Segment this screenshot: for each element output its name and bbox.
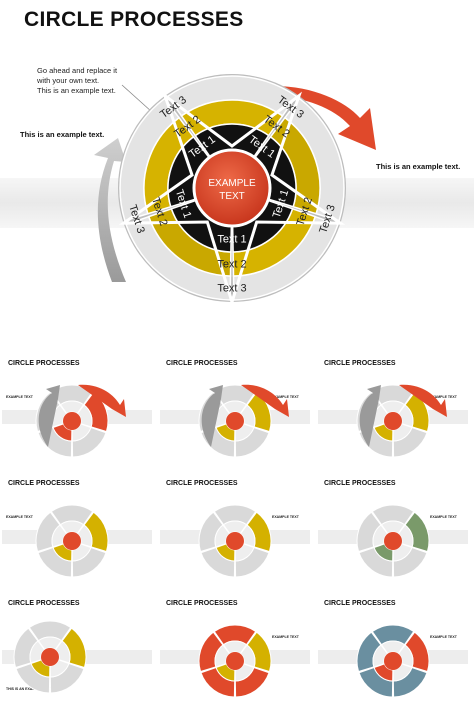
thumbnail-inner-segment bbox=[37, 636, 63, 651]
thumbnail-3[interactable]: CIRCLE PROCESSES EXAMPLE TEXT bbox=[318, 355, 468, 468]
thumbnail-inner-segment bbox=[222, 400, 248, 415]
outer-label: Text 3 bbox=[217, 283, 246, 295]
thumbnail-inner-segment bbox=[59, 520, 85, 535]
thumbnail-title: CIRCLE PROCESSES bbox=[324, 480, 396, 487]
thumbnail-title: CIRCLE PROCESSES bbox=[8, 360, 80, 367]
thumbnail-diagram bbox=[356, 624, 430, 698]
thumbnail-note: EXAMPLE TEXT bbox=[272, 635, 299, 639]
thumbnail-inner-segment bbox=[234, 663, 255, 682]
thumbnail-center bbox=[63, 412, 81, 430]
inner-label: Text 1 bbox=[217, 234, 246, 246]
thumbnail-center bbox=[63, 532, 81, 550]
thumbnail-5[interactable]: CIRCLE PROCESSES EXAMPLE TEXT bbox=[160, 475, 310, 588]
thumbnail-4[interactable]: CIRCLE PROCESSES EXAMPLE TEXT bbox=[2, 475, 152, 588]
center-text-line-1: EXAMPLE bbox=[208, 178, 256, 189]
thumbnail-gray-arrow bbox=[359, 385, 381, 447]
top-note-line-2: with your own text. bbox=[37, 76, 100, 85]
red-cycle-arrow bbox=[250, 86, 376, 150]
thumbnail-center bbox=[384, 412, 402, 430]
top-note: Go ahead and replace it with your own te… bbox=[37, 66, 117, 96]
note-pointer-line bbox=[121, 84, 153, 113]
thumbnail-title: CIRCLE PROCESSES bbox=[8, 480, 80, 487]
thumbnail-inner-segment bbox=[234, 543, 255, 562]
star-divider bbox=[118, 91, 346, 308]
thumbnail-diagram bbox=[13, 620, 87, 694]
thumbnail-red-arrow bbox=[399, 384, 447, 417]
thumbnail-9[interactable]: CIRCLE PROCESSES EXAMPLE TEXT bbox=[318, 595, 468, 708]
thumbnail-note: THIS IS AN EXAMPLE TEXT bbox=[6, 687, 52, 691]
thumbnail-inner-segment bbox=[392, 543, 413, 562]
thumbnail-diagram bbox=[356, 504, 430, 578]
thumbnail-center bbox=[384, 652, 402, 670]
thumbnail-inner-segment bbox=[222, 640, 248, 655]
thumbnail-title: CIRCLE PROCESSES bbox=[324, 600, 396, 607]
thumbnail-7[interactable]: CIRCLE PROCESSES THIS IS AN EXAMPLE TEXT bbox=[2, 595, 152, 708]
thumbnail-inner-segment bbox=[392, 423, 413, 442]
thumbnail-note: EXAMPLE TEXT bbox=[430, 395, 457, 399]
top-note-line-3: This is an example text. bbox=[37, 86, 116, 95]
thumbnail-diagram bbox=[198, 384, 289, 458]
center-circle bbox=[192, 148, 272, 228]
thumbnail-note: EXAMPLE TEXT bbox=[272, 395, 299, 399]
thumbnail-note: EXAMPLE TEXT bbox=[6, 515, 33, 519]
top-note-line-1: Go ahead and replace it bbox=[37, 66, 118, 75]
thumbnail-inner-segment bbox=[222, 520, 248, 535]
thumbnail-diagram bbox=[198, 504, 272, 578]
left-note: This is an example text. bbox=[20, 130, 105, 139]
thumbnail-diagram bbox=[35, 504, 109, 578]
thumbnail-6[interactable]: CIRCLE PROCESSES EXAMPLE TEXT bbox=[318, 475, 468, 588]
thumbnail-title: CIRCLE PROCESSES bbox=[8, 600, 80, 607]
thumbnail-title: CIRCLE PROCESSES bbox=[324, 360, 396, 367]
page-title: CIRCLE PROCESSES bbox=[24, 8, 244, 31]
right-note: This is an example text. bbox=[376, 162, 461, 171]
thumbnail-diagram bbox=[198, 624, 272, 698]
thumbnail-inner-segment bbox=[49, 659, 70, 678]
thumbnail-diagram bbox=[35, 384, 126, 458]
thumbnail-title: CIRCLE PROCESSES bbox=[166, 360, 238, 367]
thumbnail-1[interactable]: CIRCLE PROCESSES EXAMPLE TEXT bbox=[2, 355, 152, 468]
thumbnail-inner-segment bbox=[380, 400, 406, 415]
thumbnail-red-arrow bbox=[241, 384, 289, 417]
thumbnail-diagram bbox=[356, 384, 447, 458]
thumbnail-inner-segment bbox=[380, 520, 406, 535]
thumbnail-8[interactable]: CIRCLE PROCESSES EXAMPLE TEXT bbox=[160, 595, 310, 708]
thumbnail-center bbox=[384, 532, 402, 550]
thumbnail-inner-segment bbox=[392, 663, 413, 682]
thumbnail-gray-arrow bbox=[201, 385, 223, 447]
thumbnail-center bbox=[226, 412, 244, 430]
thumbnail-center bbox=[41, 648, 59, 666]
thumbnail-title: CIRCLE PROCESSES bbox=[166, 480, 238, 487]
thumbnail-note: EXAMPLE TEXT bbox=[6, 395, 33, 399]
thumbnail-inner-segment bbox=[234, 423, 255, 442]
center-text-line-2: TEXT bbox=[219, 191, 245, 202]
thumbnail-inner-segment bbox=[380, 640, 406, 655]
thumbnail-note: EXAMPLE TEXT bbox=[430, 635, 457, 639]
thumbnail-gray-arrow bbox=[38, 385, 60, 447]
thumbnail-inner-segment bbox=[71, 423, 92, 442]
thumbnail-note: EXAMPLE TEXT bbox=[430, 515, 457, 519]
gray-cycle-arrow bbox=[94, 138, 126, 282]
thumbnail-note: EXAMPLE TEXT bbox=[272, 515, 299, 519]
thumbnail-title: CIRCLE PROCESSES bbox=[166, 600, 238, 607]
thumbnail-2[interactable]: CIRCLE PROCESSES EXAMPLE TEXT bbox=[160, 355, 310, 468]
thumbnail-inner-segment bbox=[59, 400, 85, 415]
middle-label: Text 2 bbox=[217, 259, 246, 271]
thumbnail-center bbox=[226, 652, 244, 670]
thumbnail-center bbox=[226, 532, 244, 550]
thumbnail-inner-segment bbox=[71, 543, 92, 562]
thumbnail-red-arrow bbox=[78, 384, 126, 417]
